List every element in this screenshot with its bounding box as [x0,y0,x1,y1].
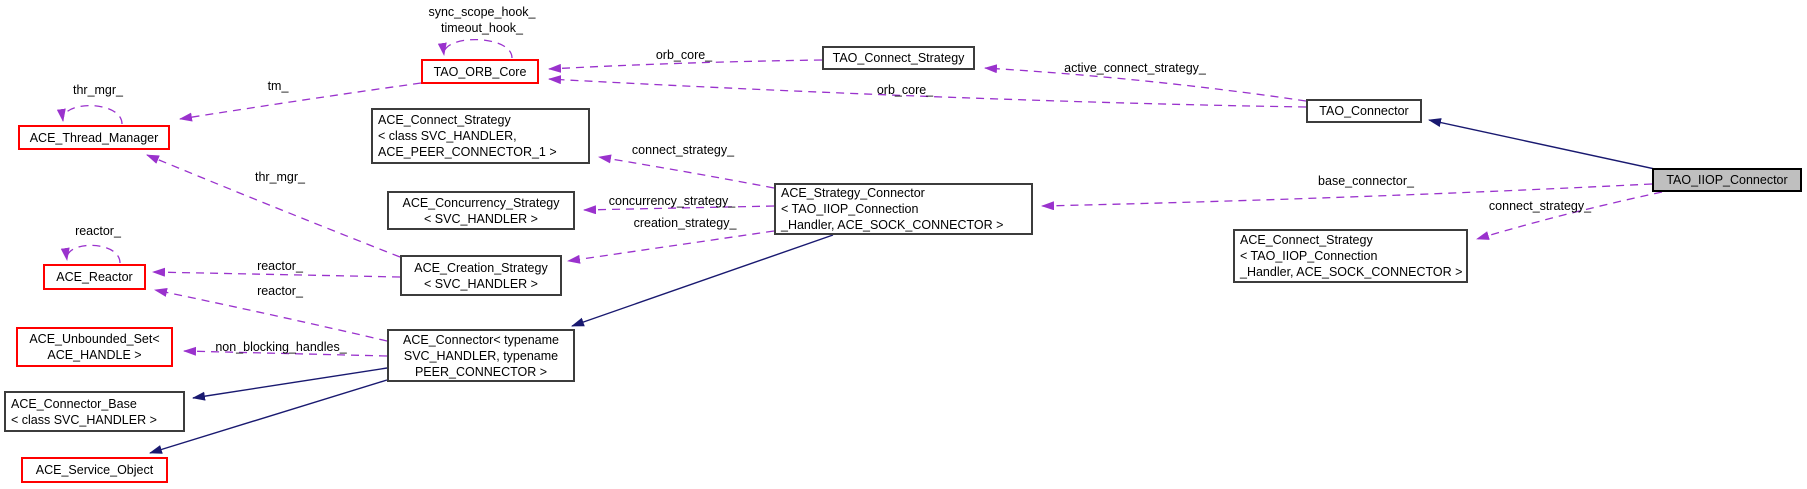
node-tao-connector[interactable]: TAO_Connector [1306,99,1422,123]
node-ace-connector[interactable]: ACE_Connector< typename SVC_HANDLER, typ… [387,329,575,382]
edge-active-connect-strategy [984,64,1307,102]
edge-label-thr-mgr-self: thr_mgr_ [72,83,124,97]
node-ace-strategy-connector[interactable]: ACE_Strategy_Connector < TAO_IIOP_Connec… [774,183,1033,235]
edge-label-orb-core-top: orb_core_ [655,48,713,62]
edge-creation-strategy [567,230,775,264]
node-ace-reactor[interactable]: ACE_Reactor [43,264,146,290]
edge-label-non-blocking-handles: non_blocking_handles_ [215,340,347,354]
node-ace-concurrency-strategy[interactable]: ACE_Concurrency_Strategy < SVC_HANDLER > [387,191,575,230]
edge-label-sync-scope-hook: sync_scope_hook_ timeout_hook_ [428,5,536,35]
node-ace-connect-strategy-svc[interactable]: ACE_Connect_Strategy < class SVC_HANDLER… [371,108,590,164]
edge-base-connector [1041,183,1653,211]
node-ace-thread-manager[interactable]: ACE_Thread_Manager [18,125,170,150]
node-ace-creation-strategy[interactable]: ACE_Creation_Strategy < SVC_HANDLER > [400,255,562,296]
edge-self-loop-reactor [60,244,121,264]
node-tao-connect-strategy[interactable]: TAO_Connect_Strategy [822,46,975,70]
edge-non-blocking-handles [183,346,388,357]
node-tao-orb-core[interactable]: TAO_ORB_Core [421,59,539,84]
edge-label-base-connector: base_connector_ [1318,174,1414,188]
edge-orb-core-top [548,59,823,73]
edge-reactor-lower [154,288,388,342]
edge-label-tm: tm_ [267,79,289,93]
edge-label-reactor-lower: reactor_ [257,284,303,298]
edge-tm [179,82,422,122]
edge-label-concurrency-strategy: concurrency_strategy_ [608,194,736,208]
edge-inherit-ace-connector-to-service-object [149,379,388,454]
node-ace-connector-base[interactable]: ACE_Connector_Base < class SVC_HANDLER > [4,391,185,432]
edge-connect-strategy-left [598,154,775,189]
node-ace-unbounded-set[interactable]: ACE_Unbounded_Set< ACE_HANDLE > [16,327,173,367]
edge-label-connect-strategy-left: connect_strategy_ [631,143,735,157]
edge-inherit-strategy-to-ace-connector [571,234,834,327]
edge-inherit-ace-connector-to-base [192,367,388,401]
edge-label-thr-mgr-mid: thr_mgr_ [254,170,306,184]
edge-label-orb-core-bottom: orb_core_ [876,83,934,97]
edge-thr-mgr-mid [146,154,401,258]
edge-label-creation-strategy: creation_strategy_ [633,216,737,230]
edge-label-connect-strategy-right: connect_strategy_ [1488,199,1592,213]
node-ace-service-object[interactable]: ACE_Service_Object [21,457,168,483]
edge-self-loop-orb-core [437,39,513,59]
node-ace-connect-strategy-tao[interactable]: ACE_Connect_Strategy < TAO_IIOP_Connecti… [1233,229,1468,283]
edge-self-loop-thread-manager [56,105,123,125]
edge-label-reactor-self: reactor_ [75,224,121,238]
edge-concurrency-strategy [583,205,775,215]
edge-orb-core-bottom [548,75,1307,108]
edge-label-active-connect-strategy: active_connect_strategy_ [1064,61,1206,75]
edge-connect-strategy-right [1476,191,1663,240]
node-tao-iiop-connector: TAO_IIOP_Connector [1652,168,1802,192]
edge-label-reactor-upper: reactor_ [257,259,303,273]
edge-inherit-iiop-to-tao-connector [1428,118,1656,170]
